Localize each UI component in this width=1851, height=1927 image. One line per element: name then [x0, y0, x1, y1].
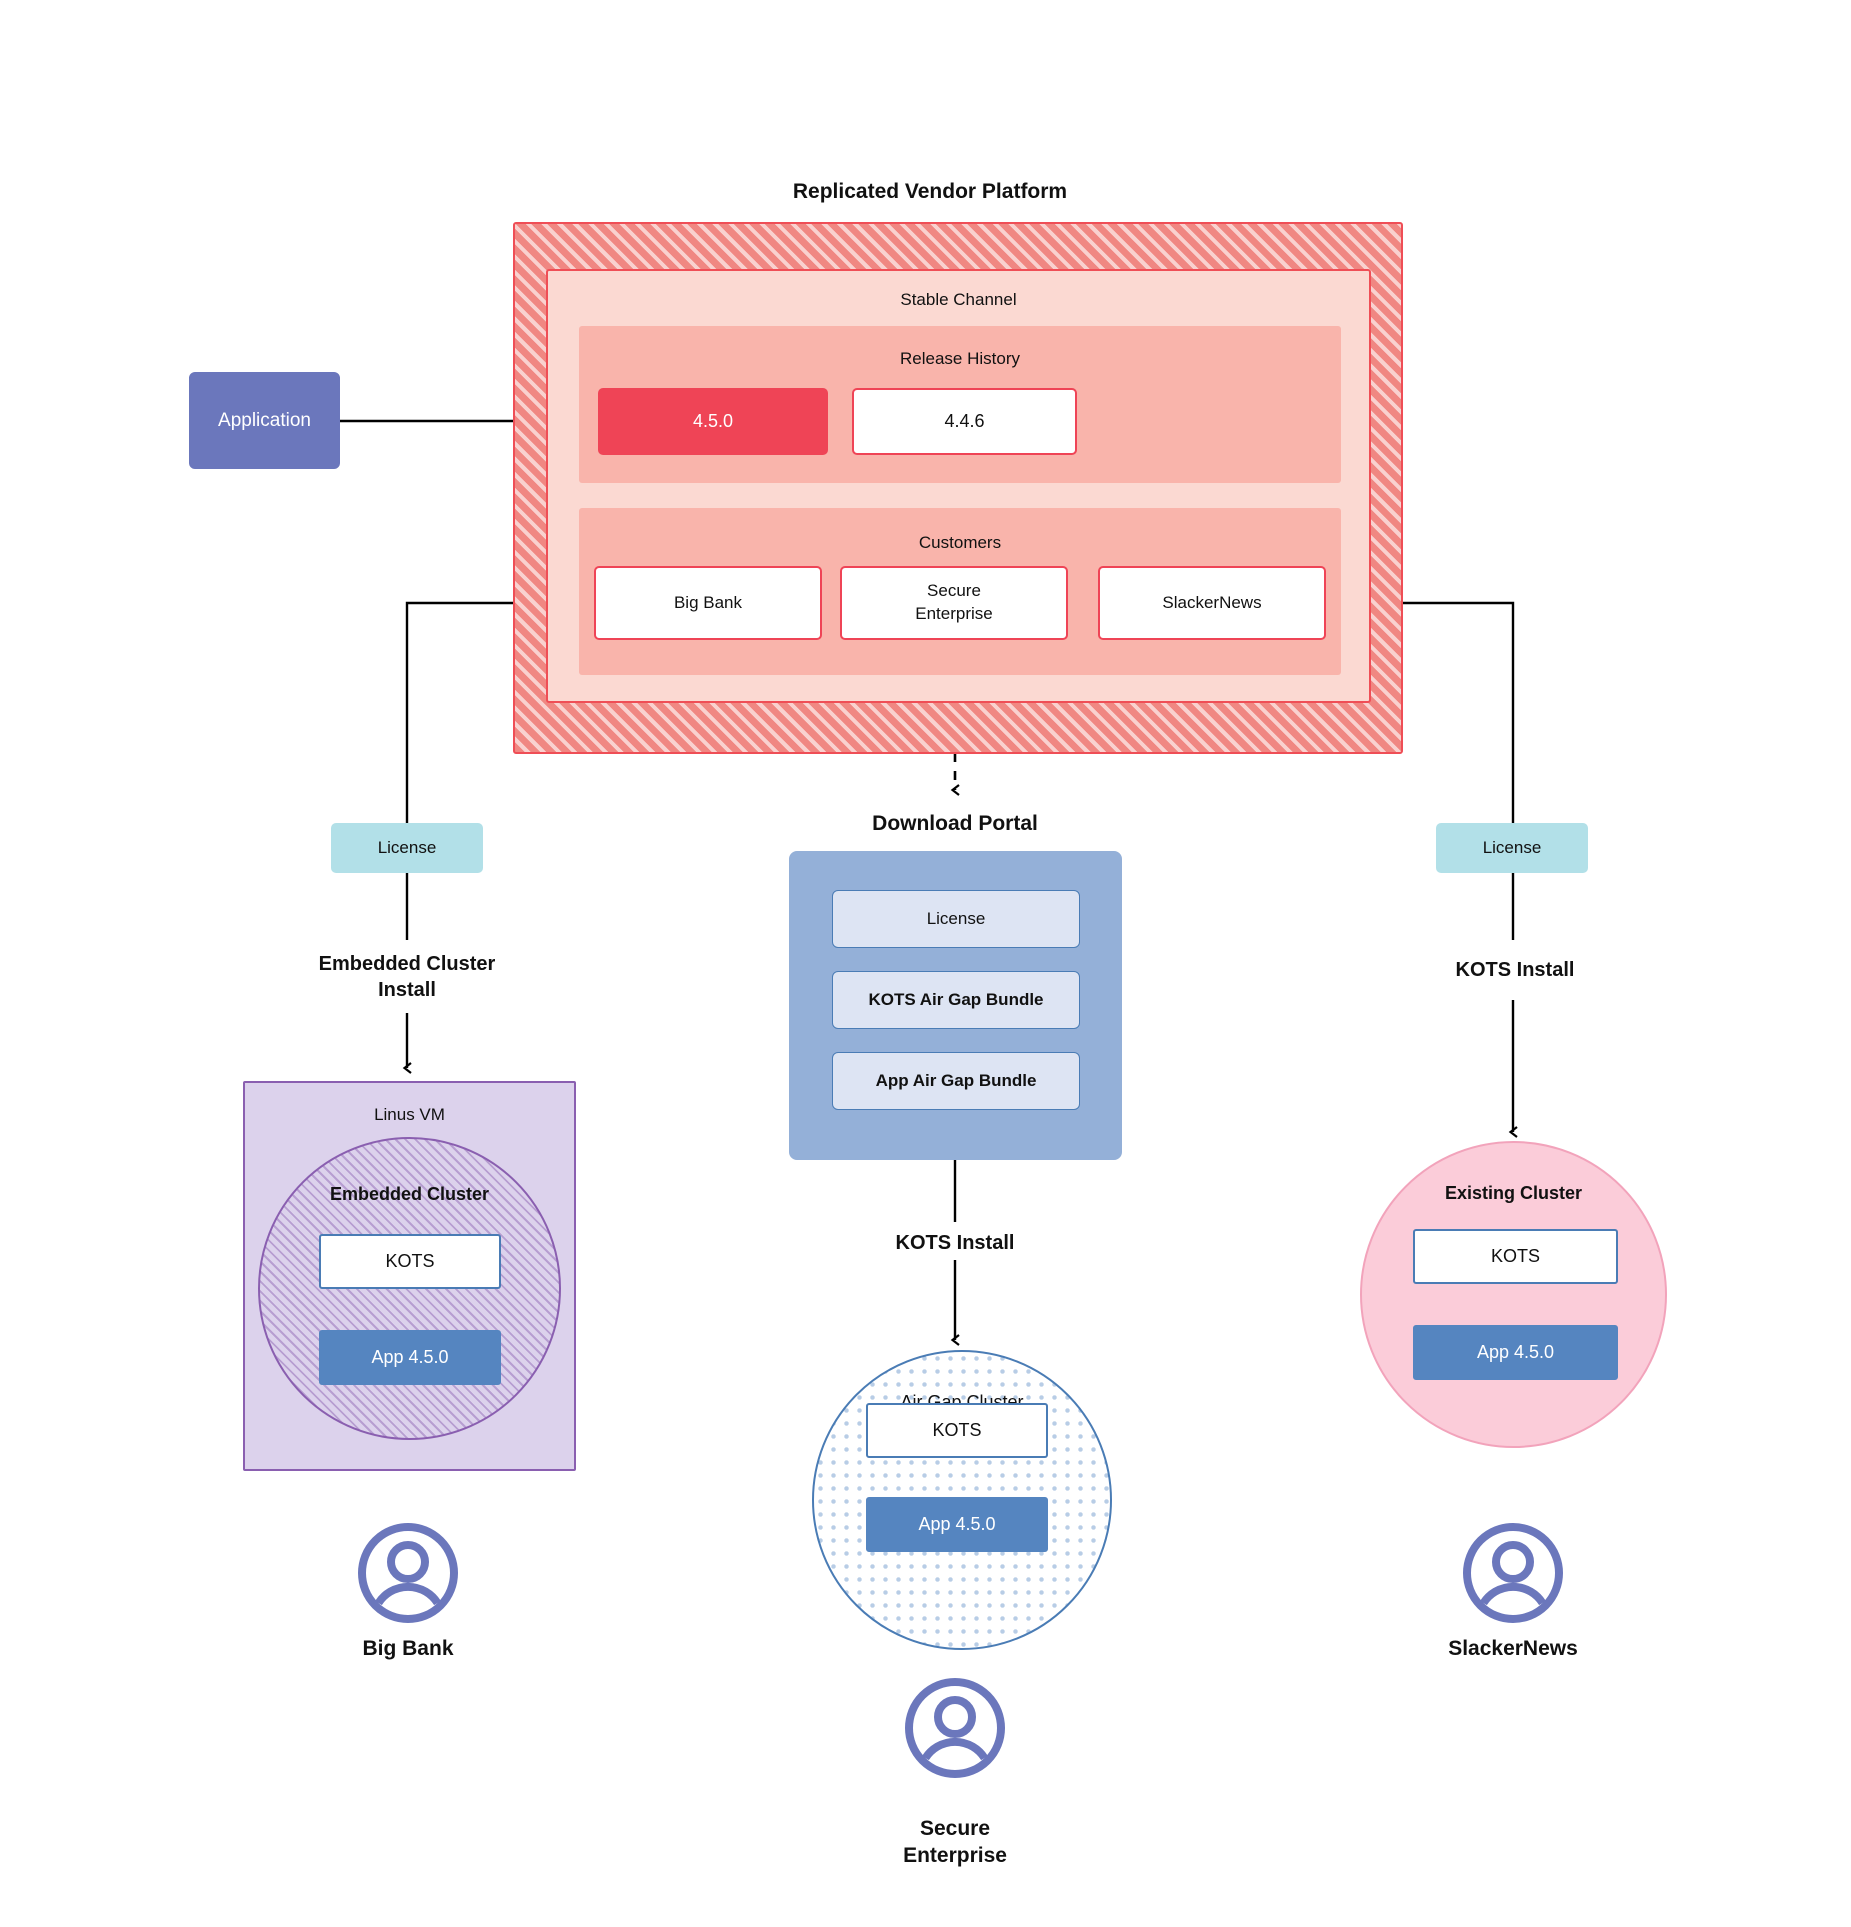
kots-box-center[interactable]: KOTS [866, 1403, 1048, 1458]
persona-label-secure-enterprise: Secure Enterprise [903, 1817, 1007, 1868]
flow-label-embedded-cluster-install: Embedded Cluster Install [318, 953, 496, 1001]
customers-label: Customers [918, 533, 1002, 552]
linux-vm-label: Linus VM [374, 1105, 445, 1124]
portal-item-app-air-gap-bundle[interactable]: App Air Gap Bundle [832, 1052, 1080, 1110]
flow-label-kots-install-right: KOTS Install [1455, 959, 1575, 981]
customer-box-secure-enterprise[interactable]: Secure Enterprise [840, 566, 1068, 640]
flow-label-kots-install-center: KOTS Install [895, 1232, 1015, 1254]
avatar-secure-enterprise [905, 1678, 1005, 1778]
portal-item-kots-air-gap-bundle[interactable]: KOTS Air Gap Bundle [832, 971, 1080, 1029]
app-box-center[interactable]: App 4.5.0 [866, 1497, 1048, 1552]
download-portal-title: Download Portal [872, 812, 1038, 835]
persona-label-big-bank: Big Bank [362, 1637, 454, 1661]
customer-box-slackernews[interactable]: SlackerNews [1098, 566, 1326, 640]
license-chip-left[interactable]: License [331, 823, 483, 873]
kots-box-left[interactable]: KOTS [319, 1234, 501, 1289]
kots-box-right[interactable]: KOTS [1413, 1229, 1618, 1284]
release-history-label: Release History [900, 349, 1020, 368]
app-box-right[interactable]: App 4.5.0 [1413, 1325, 1618, 1380]
persona-label-slackernews: SlackerNews [1448, 1637, 1578, 1661]
stable-channel-label: Stable Channel [900, 290, 1017, 309]
existing-cluster-label: Existing Cluster [1444, 1182, 1583, 1203]
release-item-current[interactable]: 4.5.0 [598, 388, 828, 455]
avatar-slackernews [1463, 1523, 1563, 1623]
customer-box-big-bank[interactable]: Big Bank [594, 566, 822, 640]
platform-title: Replicated Vendor Platform [792, 180, 1068, 203]
portal-item-license[interactable]: License [832, 890, 1080, 948]
embedded-cluster-label: Embedded Cluster [329, 1183, 490, 1204]
license-chip-right[interactable]: License [1436, 823, 1588, 873]
existing-cluster-circle [1360, 1141, 1667, 1448]
release-item-previous[interactable]: 4.4.6 [852, 388, 1077, 455]
application-node[interactable]: Application [189, 372, 340, 469]
app-box-left[interactable]: App 4.5.0 [319, 1330, 501, 1385]
avatar-big-bank [358, 1523, 458, 1623]
